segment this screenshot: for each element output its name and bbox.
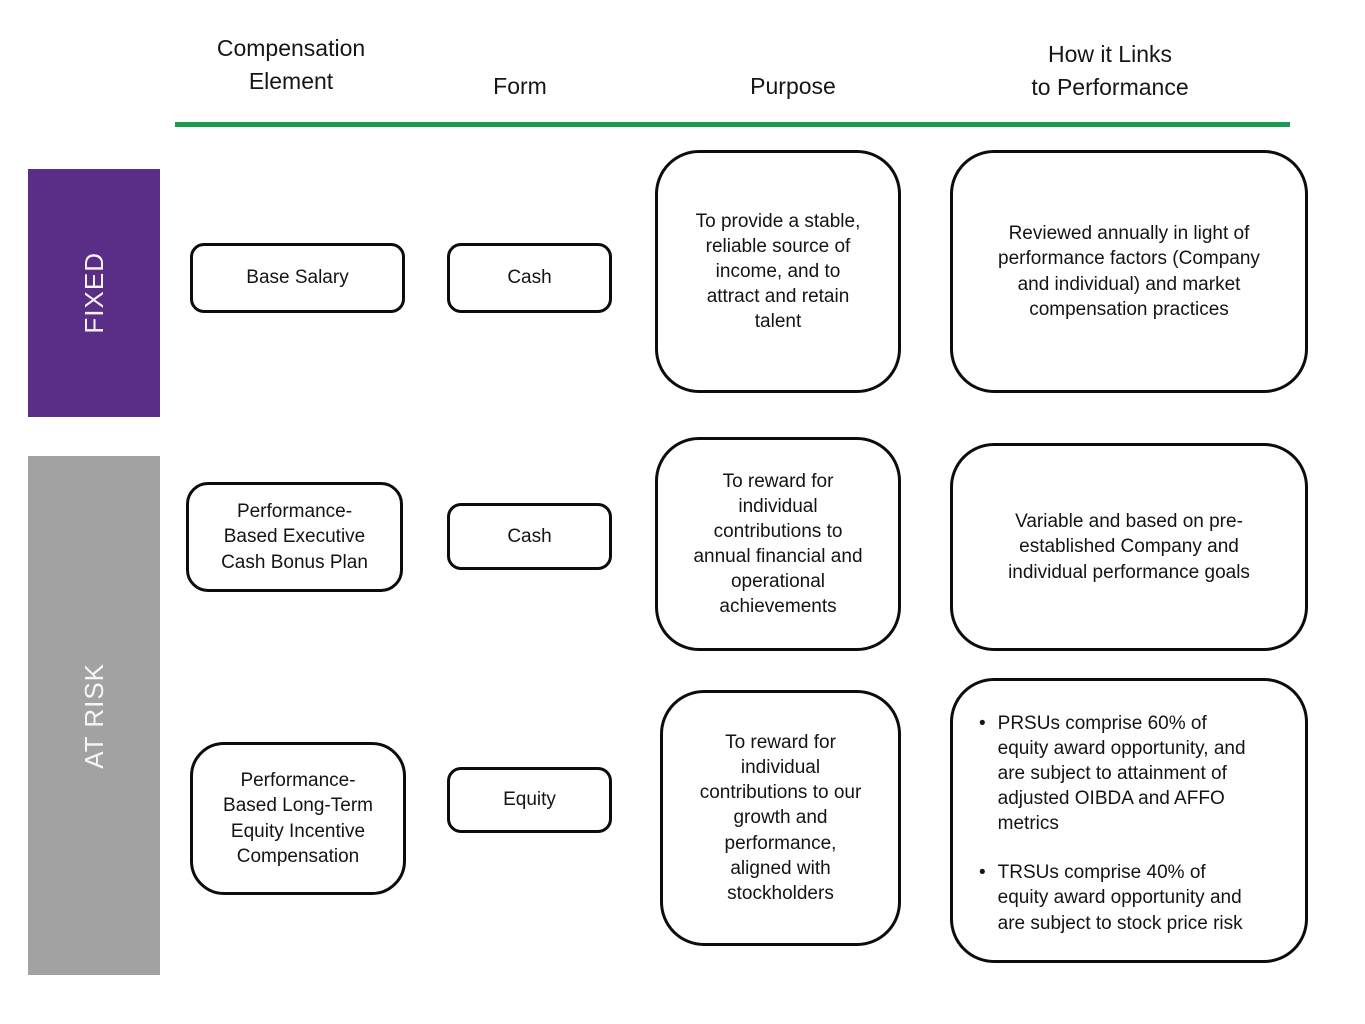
header-rule: [175, 122, 1290, 127]
element-box-equity-incentive: Performance- Based Long-Term Equity Ince…: [190, 742, 406, 895]
side-label-at-risk-text: AT RISK: [78, 662, 109, 769]
purpose-box-row1: To provide a stable, reliable source of …: [655, 150, 901, 393]
form-box-row1: Cash: [447, 243, 612, 313]
form-box-row3: Equity: [447, 767, 612, 833]
purpose-box-row3: To reward for individual contributions t…: [660, 690, 901, 946]
form-box-row2: Cash: [447, 503, 612, 570]
column-header-form: Form: [493, 73, 547, 99]
links-bullet-list: • PRSUs comprise 60% of equity award opp…: [979, 711, 1246, 936]
links-box-row3: • PRSUs comprise 60% of equity award opp…: [950, 678, 1308, 963]
side-label-fixed: FIXED: [28, 169, 160, 417]
links-box-row1: Reviewed annually in light of performanc…: [950, 150, 1308, 393]
bullet-icon: •: [979, 713, 986, 734]
side-label-at-risk: AT RISK: [28, 456, 160, 975]
bullet-text-trsu: TRSUs comprise 40% of equity award oppor…: [997, 862, 1243, 934]
column-header-purpose: Purpose: [750, 73, 836, 99]
element-box-cash-bonus-plan: Performance- Based Executive Cash Bonus …: [186, 482, 403, 592]
bullet-item-trsu: • TRSUs comprise 40% of equity award opp…: [979, 860, 1246, 935]
links-box-row2: Variable and based on pre- established C…: [950, 443, 1308, 651]
column-header-compensation-element: Compensation Element: [216, 35, 366, 94]
column-header-how-it-links: How it Links to Performance: [1031, 41, 1189, 100]
side-label-fixed-text: FIXED: [78, 252, 109, 334]
bullet-item-prsu: • PRSUs comprise 60% of equity award opp…: [979, 711, 1246, 836]
bullet-text-prsu: PRSUs comprise 60% of equity award oppor…: [997, 713, 1246, 835]
bullet-icon: •: [979, 862, 986, 884]
purpose-box-row2: To reward for individual contributions t…: [655, 437, 901, 651]
element-box-base-salary: Base Salary: [190, 243, 405, 313]
